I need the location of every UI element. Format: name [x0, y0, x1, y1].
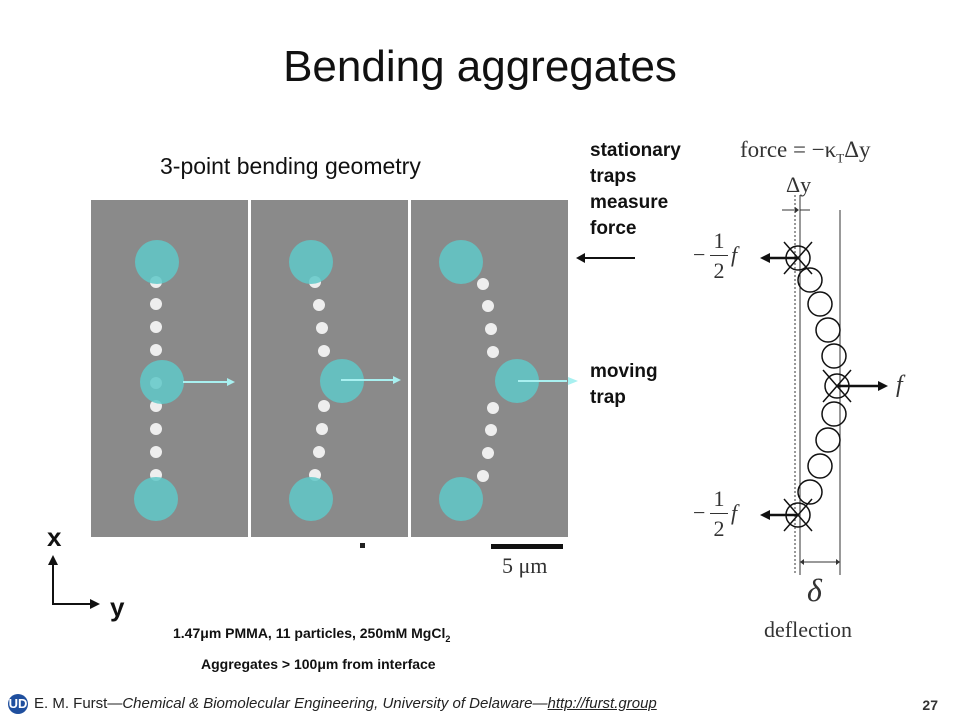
- axis-x-label: x: [47, 522, 62, 552]
- deflection-delta: δ: [807, 572, 822, 608]
- move-arrow-tip: [568, 377, 578, 385]
- note-material-subscript: 2: [445, 633, 451, 644]
- minus-sign: −: [693, 500, 706, 525]
- trap-top: [135, 240, 179, 284]
- trap-top: [439, 240, 483, 284]
- label-line: traps: [590, 166, 637, 187]
- f-right-label: f: [896, 372, 903, 398]
- note-material: 1.47μm PMMA, 11 particles, 250mM MgCl2: [173, 625, 450, 644]
- footer-author: E. M. Furst: [34, 695, 108, 712]
- trap-bottom: [289, 477, 333, 521]
- fraction-numerator: 1: [713, 228, 725, 253]
- minus-sign: −: [693, 242, 706, 267]
- label-line: trap: [590, 387, 626, 408]
- moving-trap-label: moving trap: [590, 359, 658, 411]
- axis-y-label: y: [110, 592, 125, 622]
- particle-chain: [150, 276, 162, 481]
- note-material-text: 1.47μm PMMA, 11 particles, 250mM MgCl: [173, 625, 446, 641]
- fraction-bar: [710, 513, 728, 514]
- footer-url-link[interactable]: http://furst.group: [547, 695, 657, 712]
- fraction-bar: [710, 255, 728, 256]
- trap-middle: [495, 359, 539, 403]
- deflection-label: deflection: [764, 617, 852, 642]
- force-eq-tail: Δy: [844, 137, 871, 162]
- label-line: measure: [590, 192, 669, 213]
- f-symbol: f: [731, 500, 738, 525]
- micrograph-panel-2: [251, 200, 408, 537]
- force-eq-main: force = −κ: [740, 137, 837, 162]
- panel-2-drawing: [289, 240, 401, 521]
- trap-middle: [140, 360, 184, 404]
- trap-bottom: [134, 477, 178, 521]
- stationary-arrow: [576, 253, 635, 263]
- subtitle: 3-point bending geometry: [160, 153, 421, 179]
- label-line: force: [590, 218, 637, 239]
- fraction-denominator: 2: [713, 258, 725, 283]
- trap-top: [289, 240, 333, 284]
- stationary-traps-label: stationary traps measure force: [590, 138, 681, 242]
- page-number: 27: [922, 697, 938, 713]
- footer-dept: —Chemical & Biomolecular Engineering, Un…: [107, 695, 548, 712]
- force-eq-subscript: T: [836, 150, 845, 166]
- scale-bar: [491, 544, 563, 549]
- slide-title: Bending aggregates: [283, 42, 677, 91]
- micrograph-panel-1: [91, 200, 248, 537]
- delta-y-label: Δy: [786, 172, 812, 197]
- particle-chain: [477, 278, 499, 482]
- fraction-numerator: 1: [713, 486, 725, 511]
- move-arrow: [183, 378, 235, 386]
- note-aggregates: Aggregates > 100μm from interface: [201, 656, 436, 672]
- footer-credit: E. M. Furst—Chemical & Biomolecular Engi…: [34, 695, 657, 712]
- trap-bottom: [439, 477, 483, 521]
- axes-arrows: [48, 555, 100, 609]
- bending-diagram: [760, 195, 888, 575]
- panel-3-drawing: [439, 240, 567, 521]
- micrograph-panel-3: [411, 200, 568, 537]
- panel-1-drawing: [134, 240, 235, 521]
- fraction-denominator: 2: [713, 516, 725, 541]
- move-arrow: [341, 376, 401, 384]
- label-line: moving: [590, 361, 658, 382]
- label-line: stationary: [590, 140, 681, 161]
- f-symbol: f: [731, 242, 738, 267]
- scale-bar-label: 5 μm: [502, 553, 548, 578]
- university-logo-icon: UD: [8, 694, 28, 714]
- force-equation: force = −κTΔy: [740, 137, 871, 167]
- marker-dot: [360, 543, 365, 548]
